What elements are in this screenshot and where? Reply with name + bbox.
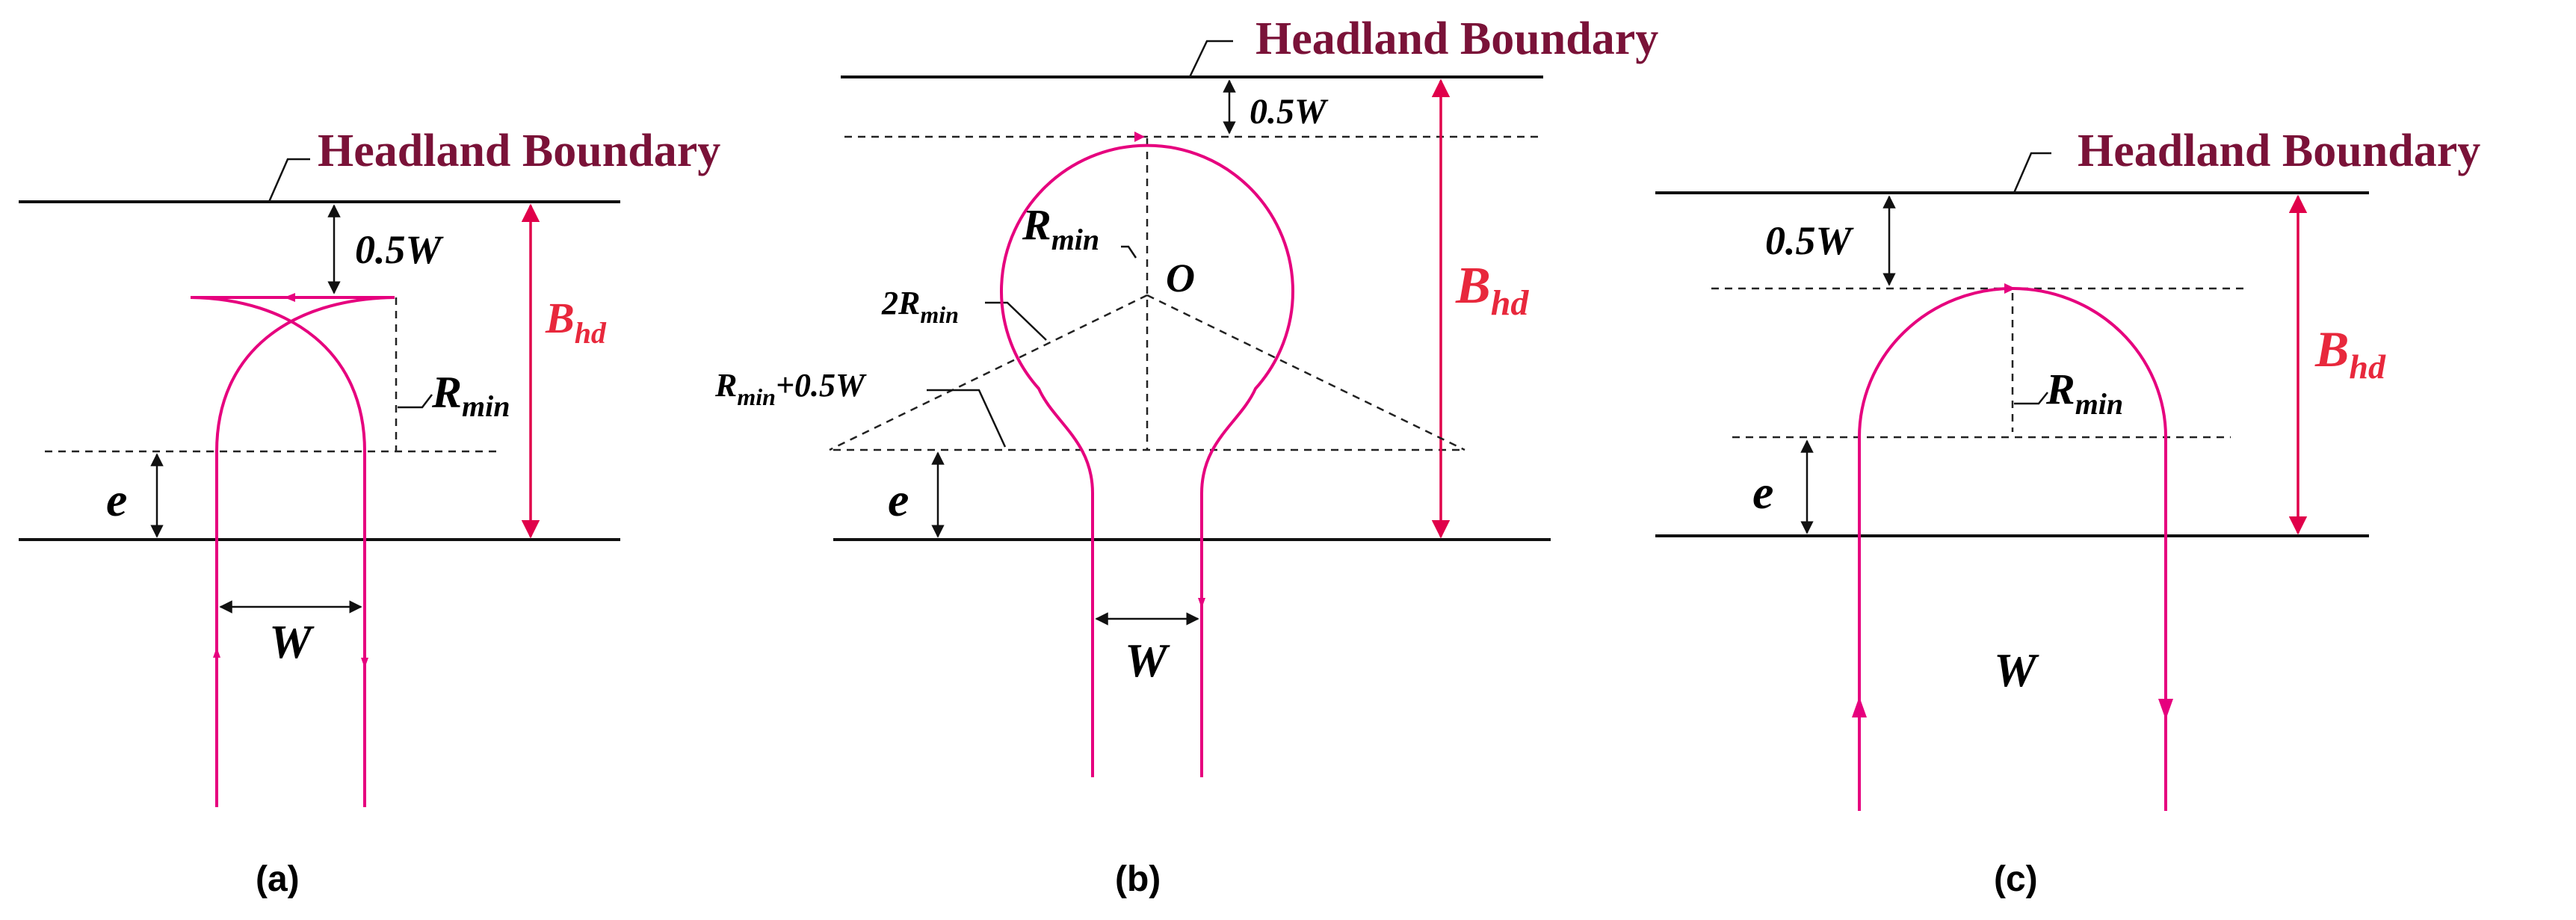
headland-height-label: Bhd — [545, 294, 607, 350]
triangle-left-side — [829, 294, 1148, 451]
two-r-label: 2Rmin — [881, 285, 959, 328]
exit-arrow — [1198, 598, 1205, 608]
center-label: O — [1166, 256, 1195, 300]
boundary-leader — [1188, 40, 1233, 78]
entry-arrow — [213, 647, 220, 658]
boundary-leader — [2013, 152, 2051, 194]
panel-b: Headland Boundary 0.5W Bhd O Rmin 2Rmin … — [714, 13, 1658, 899]
half-width-label: 0.5W — [1765, 218, 1855, 263]
panel-c: Headland Boundary 0.5W Bhd Rmin e W (c) — [1655, 126, 2480, 899]
turning-path-return — [190, 296, 366, 807]
radius-leader — [1121, 245, 1137, 259]
half-width-label: 0.5W — [355, 227, 445, 272]
caption-a: (a) — [256, 859, 300, 899]
half-width-label: 0.5W — [1250, 92, 1329, 132]
radius-label: Rmin — [1022, 200, 1099, 256]
boundary-leader — [268, 158, 310, 203]
turning-path — [215, 296, 395, 807]
reverse-arrow — [284, 293, 295, 302]
headland-height-label: Bhd — [2314, 321, 2386, 386]
headland-height-label: Bhd — [1455, 257, 1529, 323]
caption-b: (b) — [1115, 859, 1161, 899]
radius-label: Rmin — [2045, 365, 2123, 421]
offset-label: e — [106, 473, 127, 526]
swath-width-label: W — [269, 615, 315, 668]
loop-top-arrow — [1134, 132, 1145, 142]
boundary-title: Headland Boundary — [1255, 13, 1658, 64]
swath-width-label: W — [1994, 643, 2039, 697]
r-plus-leader — [927, 389, 1007, 448]
exit-arrow — [361, 658, 368, 668]
swath-width-label: W — [1125, 634, 1170, 687]
panel-a: Headland Boundary 0.5W Rmin Bhd e W (a) — [19, 126, 720, 899]
exit-arrow — [2158, 699, 2173, 720]
triangle-right-side — [1146, 294, 1465, 451]
caption-c: (c) — [1994, 859, 2038, 899]
offset-label: e — [1752, 466, 1773, 519]
radius-leader — [2014, 392, 2048, 405]
boundary-title: Headland Boundary — [2078, 126, 2480, 176]
boundary-title: Headland Boundary — [318, 126, 720, 176]
r-plus-label: Rmin+0.5W — [714, 367, 867, 410]
radius-leader — [398, 394, 433, 409]
entry-arrow — [1852, 697, 1867, 717]
turning-path — [1000, 143, 1294, 777]
top-arrow — [2004, 283, 2016, 294]
radius-label: Rmin — [431, 368, 510, 423]
two-r-leader — [985, 301, 1047, 341]
offset-label: e — [888, 473, 909, 526]
